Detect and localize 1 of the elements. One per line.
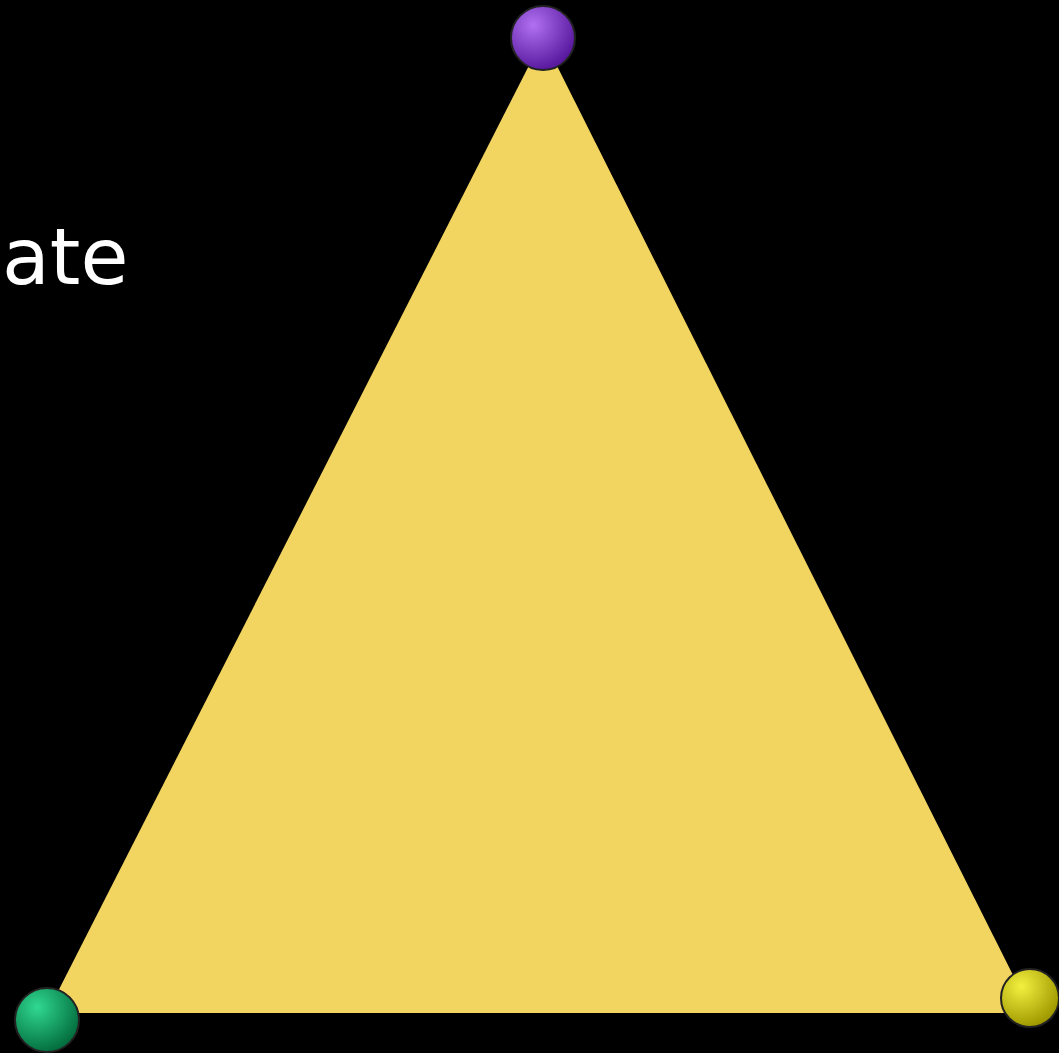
heading-text: ate xyxy=(2,218,129,296)
